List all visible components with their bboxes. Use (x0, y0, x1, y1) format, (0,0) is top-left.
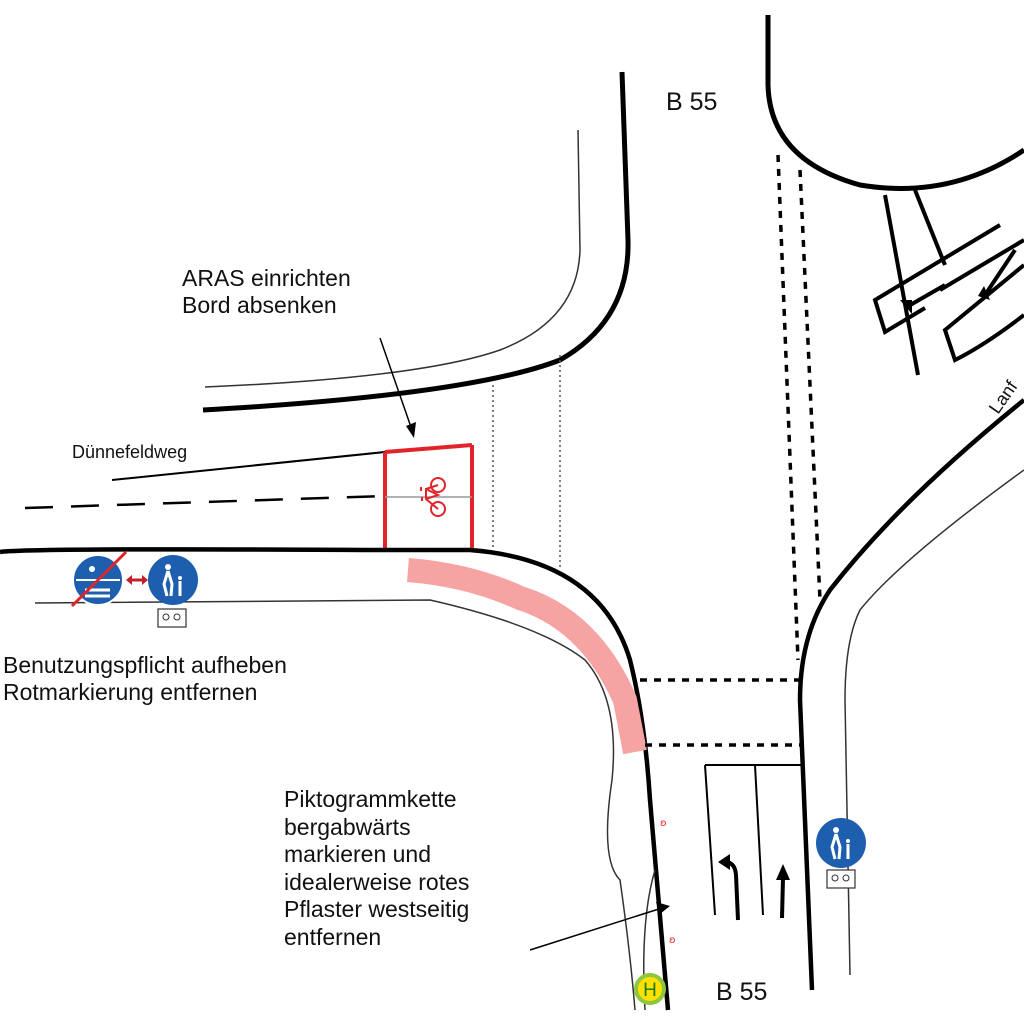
pointer-arrow-pikto (529, 902, 670, 951)
bus-stop-label: H (643, 980, 657, 1001)
footpath-sign-left-icon (148, 555, 198, 628)
road-edge-left-main (0, 547, 671, 1011)
shared-path-sign-crossed-icon (70, 550, 128, 608)
note-benutzungspflicht: Benutzungspflicht aufheben Rotmarkierung… (3, 652, 287, 706)
bus-stop-icon (634, 973, 666, 1005)
red-marking-strip (406, 558, 647, 755)
bicycle-pictogram-icon (420, 477, 446, 517)
street-label-left: Dünnefeldweg (72, 442, 188, 462)
footpath-sign-right-icon (816, 818, 866, 889)
road-edge-top-left (202, 71, 631, 413)
lane-markings (704, 764, 802, 916)
note-piktogrammkette: Piktogrammkette bergabwärts markieren un… (284, 786, 470, 950)
aras-box (383, 443, 474, 550)
road-edge-right-main (797, 398, 1024, 991)
left-turn-arrow-icon (718, 854, 740, 921)
crossing-dotted-d (798, 169, 822, 601)
straight-arrow-icon (776, 864, 790, 919)
road-label-bottom: B 55 (716, 978, 768, 1006)
pointer-arrow-aras (379, 337, 416, 438)
street-label-right: Lanf (985, 376, 1022, 417)
road-label-top: B 55 (666, 88, 718, 116)
crossing-dotted-c (776, 154, 800, 661)
replace-arrow-icon (126, 575, 148, 585)
duennefeldweg-dashed (24, 494, 386, 510)
small-bike-pictogram-a: ʚ (660, 818, 667, 829)
note-aras: ARAS einrichten Bord absenken (182, 265, 351, 319)
small-bike-pictogram-b: ʚ (669, 935, 676, 946)
road-edge-top-right (765, 15, 1024, 191)
sidewalk-line-right (844, 469, 1024, 976)
traffic-island (872, 189, 1024, 376)
sidewalk-line-top-left (204, 129, 581, 388)
duennefeldweg-edge (111, 451, 386, 481)
